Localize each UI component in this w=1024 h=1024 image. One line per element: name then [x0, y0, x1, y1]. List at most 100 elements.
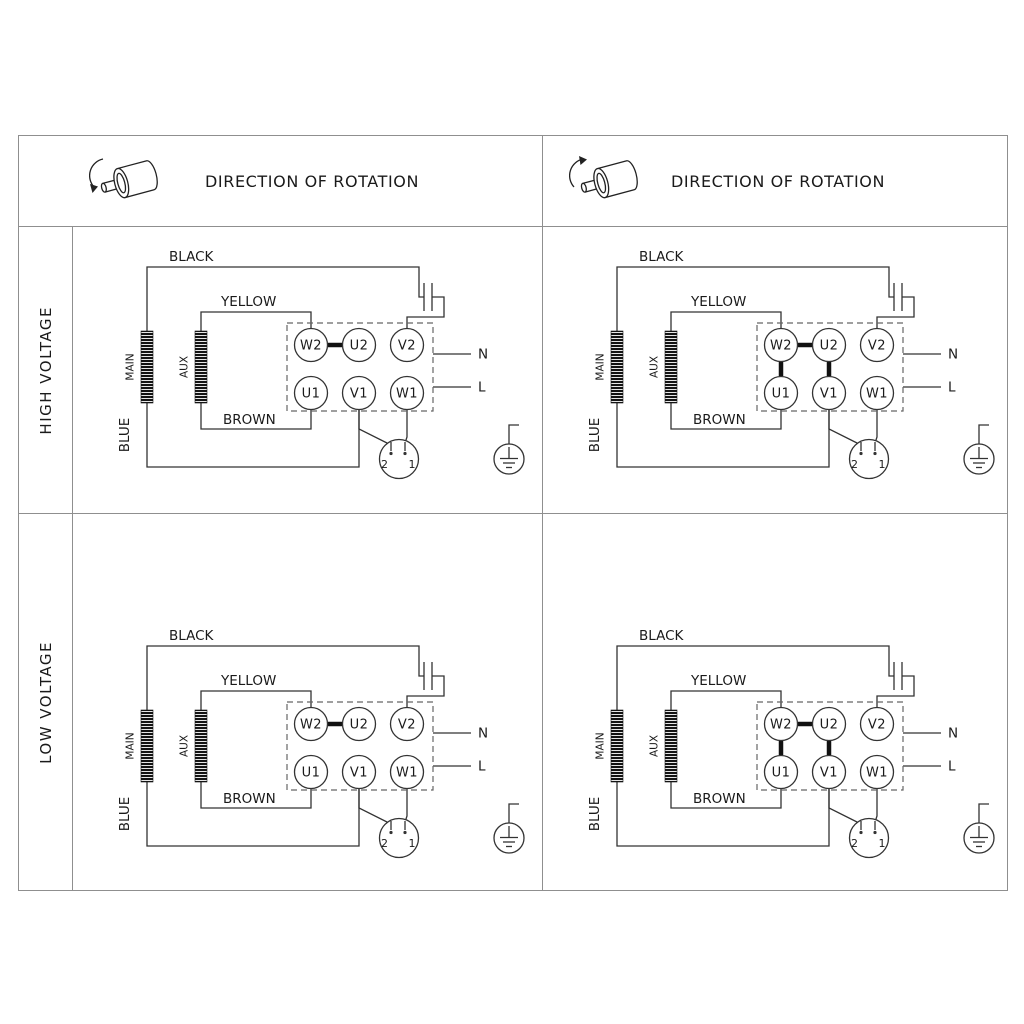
- terminals: W2 U2 V2 U1 V1 W1: [763, 706, 895, 790]
- terminal-board-outline: [756, 701, 904, 791]
- earth-ground-icon: [963, 443, 995, 475]
- wire-label-yellow: YELLOW: [220, 673, 276, 689]
- row-label-high-voltage: HIGH VOLTAGE: [19, 227, 73, 514]
- earth-ground-icon: [493, 443, 525, 475]
- plug-pin-2-label: 2: [381, 458, 388, 471]
- aux-winding-label: AUX: [179, 735, 191, 757]
- aux-winding-label: AUX: [649, 356, 661, 378]
- svg-text:V1: V1: [350, 387, 368, 402]
- aux-winding: [194, 330, 208, 404]
- terminal-v1: V1: [341, 754, 377, 790]
- wire-label-yellow: YELLOW: [690, 294, 746, 310]
- wire-label-yellow: YELLOW: [220, 294, 276, 310]
- terminals: W2 U2 V2 U1 V1 W1: [763, 327, 895, 411]
- terminal-v2: V2: [389, 706, 425, 742]
- plug-wire-w1: [874, 410, 878, 444]
- wire-label-yellow: YELLOW: [690, 673, 746, 689]
- terminal-board-outline: [756, 322, 904, 412]
- terminal-u1: U1: [763, 375, 799, 411]
- terminal-w1: W1: [389, 375, 425, 411]
- neutral-label: N: [478, 726, 488, 742]
- wiring-diagram: BLACK YELLOW BROWN BLUE MAIN AUX: [117, 249, 525, 480]
- capacitor-icon: [406, 283, 445, 328]
- terminal-board-outline: [286, 701, 434, 791]
- svg-text:W2: W2: [300, 339, 322, 354]
- svg-text:V2: V2: [398, 339, 416, 354]
- terminals: W2 U2 V2 U1 V1 W1: [293, 706, 425, 790]
- aux-winding: [664, 709, 678, 783]
- blue-wire: [616, 403, 830, 468]
- plug-switch-icon: 2 1: [848, 817, 890, 859]
- terminal-w1: W1: [389, 754, 425, 790]
- motor-rotation-cw-icon: [569, 156, 638, 199]
- svg-text:U1: U1: [772, 387, 791, 402]
- main-winding: [610, 709, 624, 783]
- terminal-w2: W2: [763, 327, 799, 363]
- main-winding-label: MAIN: [125, 353, 137, 380]
- ground-lead: [508, 424, 519, 444]
- svg-text:V1: V1: [820, 387, 838, 402]
- terminal-w1: W1: [859, 754, 895, 790]
- wiring-diagram: BLACK YELLOW BROWN BLUE MAIN AUX: [587, 628, 995, 859]
- blue-wire: [146, 782, 360, 847]
- svg-text:V2: V2: [398, 718, 416, 733]
- black-wire: [616, 645, 894, 710]
- quadrant-high-voltage-left: BLACK YELLOW BROWN BLUE MAIN AUX: [73, 227, 543, 514]
- main-winding-label: MAIN: [595, 732, 607, 759]
- capacitor-icon: [876, 662, 915, 707]
- quadrant-low-voltage-left: BLACK YELLOW BROWN BLUE MAIN AUX: [73, 514, 543, 890]
- blue-wire: [616, 782, 830, 847]
- svg-text:V1: V1: [350, 766, 368, 781]
- terminal-u1: U1: [763, 754, 799, 790]
- header-cell-left: DIRECTION OF ROTATION: [19, 136, 543, 226]
- wire-label-black: BLACK: [169, 249, 215, 265]
- brown-wire: [670, 782, 782, 809]
- yellow-wire: [200, 311, 312, 331]
- header-row: DIRECTION OF ROTATION DIRECTION OF ROT: [19, 136, 1007, 227]
- wires: [616, 645, 989, 847]
- terminal-u1: U1: [293, 754, 329, 790]
- svg-text:W1: W1: [866, 766, 888, 781]
- yellow-wire: [200, 690, 312, 710]
- plug-pin-2-label: 2: [381, 837, 388, 850]
- plug-wire-w1: [874, 789, 878, 823]
- ground-lead: [508, 803, 519, 823]
- plug-pin-2-label: 2: [851, 458, 858, 471]
- wire-label-black: BLACK: [639, 628, 685, 644]
- terminal-w1: W1: [859, 375, 895, 411]
- black-wire: [146, 645, 424, 710]
- wiring-diagram: BLACK YELLOW BROWN BLUE MAIN AUX: [117, 628, 525, 859]
- black-wire: [146, 266, 424, 331]
- svg-text:W2: W2: [770, 339, 792, 354]
- wiring-diagram: BLACK YELLOW BROWN BLUE MAIN AUX: [587, 249, 995, 480]
- live-label: L: [478, 380, 486, 396]
- svg-text:W1: W1: [396, 387, 418, 402]
- plug-wire-v1: [828, 410, 862, 446]
- plug-pin-1-label: 1: [409, 458, 416, 471]
- wires: [616, 266, 989, 468]
- aux-winding: [664, 330, 678, 404]
- diagram-body: HIGH VOLTAGE BLACK YELLOW BROWN BLUE: [19, 227, 1007, 890]
- terminal-v2: V2: [859, 327, 895, 363]
- terminal-u2: U2: [341, 706, 377, 742]
- direction-of-rotation-label: DIRECTION OF ROTATION: [205, 171, 420, 191]
- wire-label-blue: BLUE: [587, 797, 603, 832]
- svg-text:U2: U2: [350, 718, 369, 733]
- terminal-u2: U2: [341, 327, 377, 363]
- svg-text:U2: U2: [350, 339, 369, 354]
- wire-label-brown: BROWN: [223, 791, 276, 807]
- terminal-board-outline: [286, 322, 434, 412]
- plug-pin-1-label: 1: [879, 837, 886, 850]
- live-label: L: [478, 759, 486, 775]
- blue-wire: [146, 403, 360, 468]
- aux-winding-label: AUX: [649, 735, 661, 757]
- plug-wire-w1: [404, 789, 408, 823]
- plug-wire-w1: [404, 410, 408, 444]
- terminal-w2: W2: [293, 706, 329, 742]
- terminal-v2: V2: [389, 327, 425, 363]
- svg-text:U1: U1: [772, 766, 791, 781]
- yellow-wire: [670, 311, 782, 331]
- svg-text:U2: U2: [820, 339, 839, 354]
- row-label-low-voltage: LOW VOLTAGE: [19, 514, 73, 890]
- svg-text:W2: W2: [300, 718, 322, 733]
